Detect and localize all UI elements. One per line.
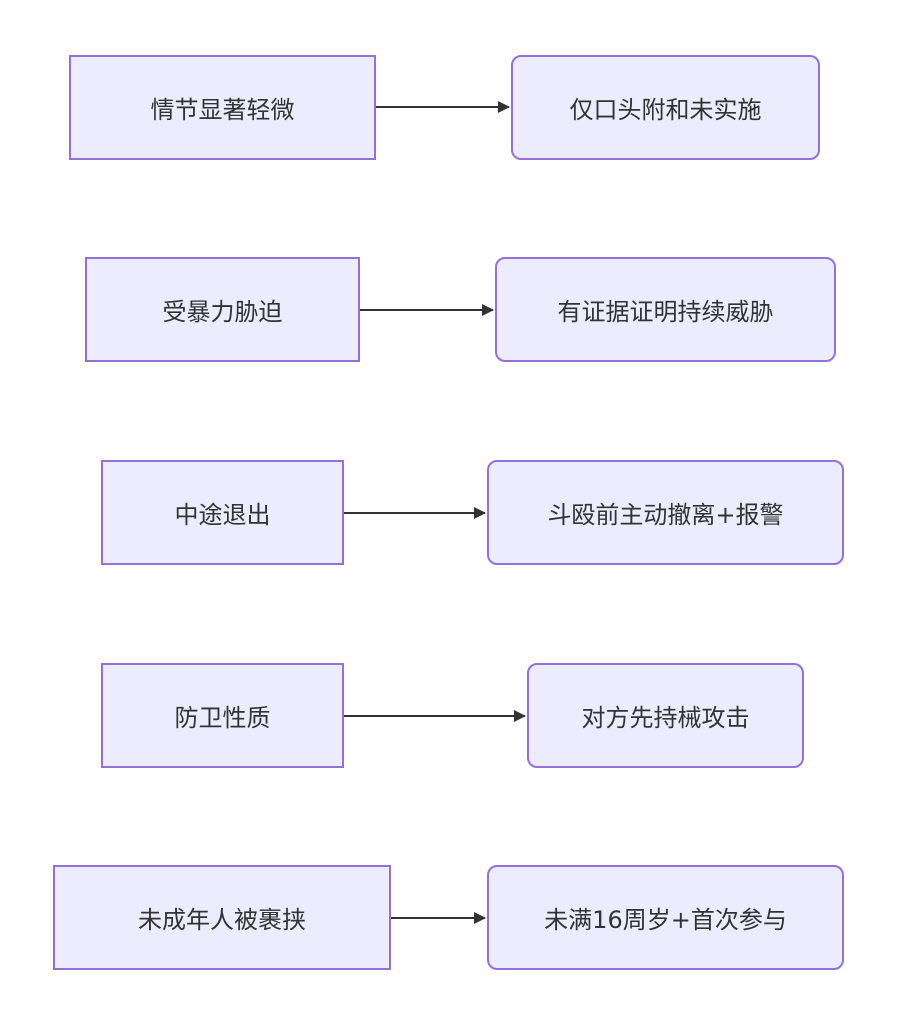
condition-node-4: 防卫性质	[101, 663, 344, 768]
requirement-label-1: 仅口头附和未实施	[569, 96, 762, 124]
condition-label-5: 未成年人被裹挟	[138, 906, 306, 934]
condition-node-5: 未成年人被裹挟	[53, 865, 391, 970]
condition-node-2: 受暴力胁迫	[85, 257, 360, 362]
requirement-label-4: 对方先持械攻击	[581, 704, 750, 732]
requirement-node-2: 有证据证明持续威胁	[495, 257, 836, 362]
requirement-node-5: 未满16周岁+首次参与	[487, 865, 844, 970]
condition-label-3: 中途退出	[174, 501, 271, 529]
requirement-label-5: 未满16周岁+首次参与	[544, 906, 787, 934]
condition-node-1: 情节显著轻微	[69, 55, 376, 160]
condition-label-2: 受暴力胁迫	[162, 298, 283, 326]
requirement-label-3: 斗殴前主动撤离+报警	[547, 501, 784, 529]
requirement-node-1: 仅口头附和未实施	[511, 55, 820, 160]
condition-label-4: 防卫性质	[174, 704, 271, 732]
requirement-node-4: 对方先持械攻击	[527, 663, 804, 768]
requirement-node-3: 斗殴前主动撤离+报警	[487, 460, 844, 565]
condition-node-3: 中途退出	[101, 460, 344, 565]
requirement-label-2: 有证据证明持续威胁	[557, 298, 774, 326]
condition-label-1: 情节显著轻微	[150, 96, 295, 124]
